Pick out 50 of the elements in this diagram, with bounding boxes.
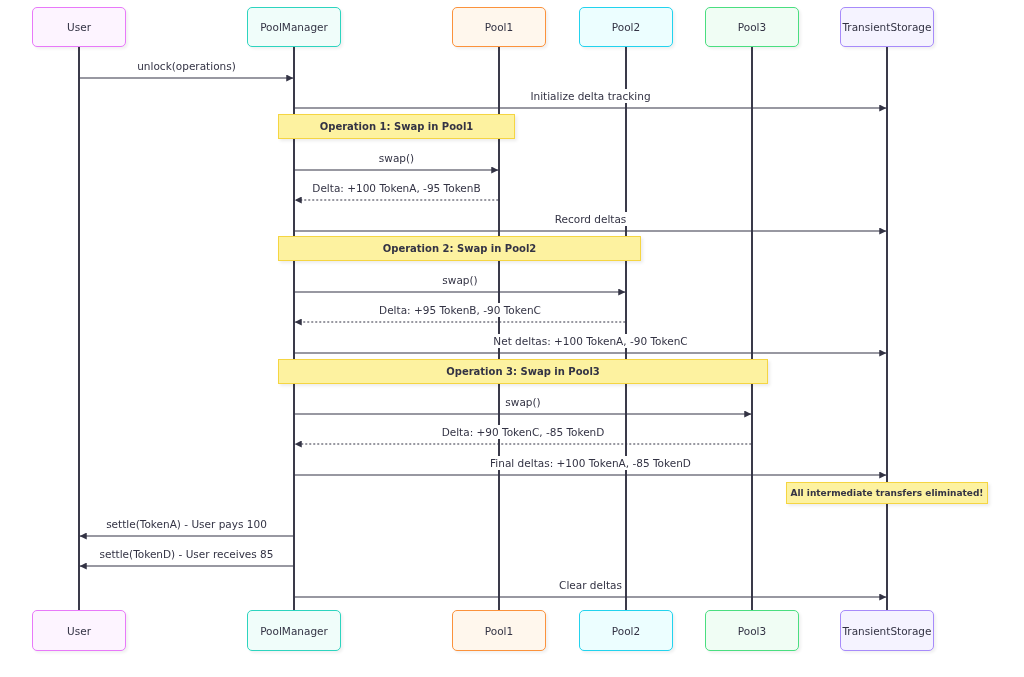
arrow bbox=[79, 74, 294, 82]
edge-label: Initialize delta tracking bbox=[528, 89, 653, 103]
participant-box: Pool2 bbox=[579, 7, 673, 47]
arrow bbox=[294, 410, 752, 418]
lifeline bbox=[498, 47, 500, 610]
arrow bbox=[294, 318, 626, 326]
participant-box: User bbox=[32, 7, 126, 47]
arrow bbox=[294, 471, 887, 479]
note-box: Operation 3: Swap in Pool3 bbox=[278, 359, 768, 384]
participant-box: User bbox=[32, 610, 126, 651]
edge-label: Delta: +90 TokenC, -85 TokenD bbox=[439, 425, 607, 439]
edge-label: Delta: +95 TokenB, -90 TokenC bbox=[377, 303, 543, 317]
lifeline bbox=[751, 47, 753, 610]
participant-box: Pool1 bbox=[452, 7, 546, 47]
edge-label: swap() bbox=[376, 151, 417, 165]
note-box: Operation 1: Swap in Pool1 bbox=[278, 114, 515, 139]
arrow bbox=[79, 562, 294, 570]
edge-label: Net deltas: +100 TokenA, -90 TokenC bbox=[491, 334, 690, 348]
participant-box: Pool3 bbox=[705, 610, 799, 651]
arrow bbox=[294, 166, 499, 174]
arrow bbox=[294, 288, 626, 296]
note-box: All intermediate transfers eliminated! bbox=[786, 482, 988, 504]
lifeline bbox=[78, 47, 80, 610]
participant-box: Pool2 bbox=[579, 610, 673, 651]
arrow bbox=[294, 593, 887, 601]
edge-label: Clear deltas bbox=[557, 578, 624, 592]
lifeline bbox=[625, 47, 627, 610]
arrow bbox=[294, 440, 752, 448]
edge-label: Record deltas bbox=[552, 212, 629, 226]
lifeline bbox=[886, 47, 888, 610]
participant-box: PoolManager bbox=[247, 7, 341, 47]
participant-box: PoolManager bbox=[247, 610, 341, 651]
edge-label: settle(TokenA) - User pays 100 bbox=[104, 517, 269, 531]
arrow bbox=[79, 532, 294, 540]
edge-label: Final deltas: +100 TokenA, -85 TokenD bbox=[488, 456, 693, 470]
participant-box: Pool1 bbox=[452, 610, 546, 651]
lifeline bbox=[293, 47, 295, 610]
arrow bbox=[294, 196, 499, 204]
participant-box: Pool3 bbox=[705, 7, 799, 47]
edge-label: unlock(operations) bbox=[135, 59, 238, 73]
edge-label: settle(TokenD) - User receives 85 bbox=[97, 547, 276, 561]
edge-label: swap() bbox=[440, 273, 480, 287]
note-box: Operation 2: Swap in Pool2 bbox=[278, 236, 641, 261]
arrow bbox=[294, 349, 887, 357]
edge-label: swap() bbox=[503, 395, 543, 409]
participant-box: TransientStorage bbox=[840, 7, 934, 47]
participant-box: TransientStorage bbox=[840, 610, 934, 651]
arrow bbox=[294, 104, 887, 112]
edge-label: Delta: +100 TokenA, -95 TokenB bbox=[310, 181, 483, 195]
arrow bbox=[294, 227, 887, 235]
